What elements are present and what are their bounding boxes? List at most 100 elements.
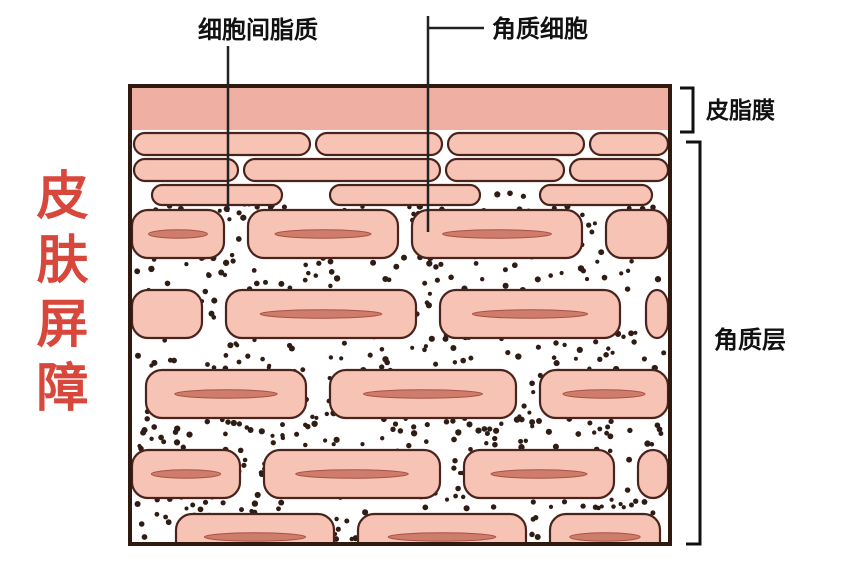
- lipid-dot: [536, 418, 542, 424]
- lipid-dot: [333, 436, 340, 443]
- lipid-dot: [451, 465, 457, 471]
- lipid-dot: [162, 337, 168, 343]
- lipid-dot: [208, 310, 215, 317]
- lipid-dot: [236, 359, 242, 365]
- lipid-dot: [484, 441, 489, 446]
- lipid-dot: [580, 212, 585, 218]
- lipid-dot: [148, 265, 155, 273]
- lipid-dot: [607, 433, 614, 440]
- corneocyte-cell: [132, 131, 312, 157]
- lipid-dot: [339, 356, 344, 361]
- lipid-dot: [597, 426, 603, 432]
- lipid-dot: [529, 531, 535, 538]
- lipid-dot: [619, 271, 624, 276]
- lipid-dot: [303, 442, 308, 448]
- lipid-dot: [530, 499, 536, 505]
- lipid-dot: [422, 280, 428, 286]
- lipid-dot: [453, 493, 458, 499]
- lipid-dot: [460, 494, 466, 500]
- lipid-dot: [511, 262, 518, 269]
- cell-nucleus-lens: [363, 389, 483, 399]
- lipid-dot: [410, 430, 418, 437]
- corneocyte-cell: [242, 157, 442, 183]
- lipid-dot: [507, 190, 513, 197]
- lipid-dot: [360, 442, 365, 447]
- corneocyte-cell: [444, 157, 566, 183]
- lipid-dot: [278, 280, 285, 287]
- lipid-dot: [580, 268, 587, 274]
- lipid-dot: [530, 424, 535, 429]
- lipid-dot: [263, 279, 268, 285]
- lipid-dot: [311, 420, 318, 427]
- lipid-dot: [324, 411, 329, 417]
- lipid-dot: [608, 418, 614, 425]
- lipid-dot: [484, 430, 490, 437]
- corneocyte-cell: [130, 288, 204, 340]
- lipid-dot: [379, 347, 385, 352]
- lipid-dot: [433, 264, 439, 270]
- lipid-dot: [286, 342, 293, 349]
- lipid-dot: [211, 365, 217, 370]
- lipid-dot: [251, 268, 257, 273]
- lipid-dot: [628, 330, 634, 337]
- lipid-dot: [164, 280, 171, 287]
- lipid-dot: [227, 217, 232, 222]
- lipid-dot: [163, 514, 169, 520]
- lipid-dot: [626, 456, 633, 463]
- lipid-dot: [242, 457, 248, 463]
- lipid-dot: [236, 421, 243, 427]
- lipid-dot: [303, 262, 309, 268]
- lipid-dot: [633, 498, 639, 504]
- cell-nucleus-lens: [203, 532, 307, 542]
- cell-nucleus-lens: [274, 229, 372, 239]
- lipid-dot: [223, 431, 228, 437]
- cell-nucleus-lens: [387, 532, 497, 542]
- lipid-dot: [254, 491, 261, 498]
- lipid-dot: [149, 363, 154, 368]
- cell-nucleus-lens: [295, 469, 409, 479]
- lipid-dot: [493, 427, 500, 434]
- lipid-dot: [518, 444, 525, 451]
- lipid-dot: [601, 274, 608, 281]
- lipid-dot: [202, 288, 209, 295]
- lipid-dot: [205, 362, 210, 367]
- label-stratum-corneum: 角质层: [714, 326, 786, 354]
- lipid-dot: [654, 276, 662, 283]
- lipid-dot: [206, 272, 211, 277]
- lipid-dot: [270, 440, 276, 446]
- lipid-dot: [397, 428, 404, 434]
- lipid-dot: [249, 508, 254, 514]
- lipid-dot: [537, 372, 543, 378]
- lipid-dot: [625, 268, 631, 273]
- cell-nucleus-lens: [259, 309, 383, 319]
- lipid-dot: [535, 344, 541, 350]
- lipid-dot: [328, 355, 334, 360]
- lipid-dot: [276, 506, 281, 512]
- lipid-dot: [552, 443, 559, 450]
- lipid-dot: [217, 208, 222, 213]
- lipid-dot: [455, 429, 462, 436]
- lipid-dot: [518, 438, 524, 444]
- lipid-dot: [230, 258, 236, 264]
- lipid-dot: [141, 534, 148, 540]
- lipid-dot: [597, 356, 603, 362]
- lipid-dot: [202, 499, 209, 505]
- lipid-dot: [656, 426, 663, 433]
- lipid-dot: [393, 263, 400, 270]
- lipid-dot: [144, 416, 150, 422]
- lipid-dot: [658, 431, 664, 436]
- lipid-dot: [225, 419, 231, 425]
- lipid-dot: [233, 341, 238, 346]
- lipid-dot: [450, 418, 456, 424]
- lipid-dot: [442, 335, 449, 342]
- lipid-dot: [154, 511, 160, 517]
- cell-nucleus-lens: [562, 389, 646, 399]
- lipid-dot: [344, 518, 350, 524]
- lipid-dot: [451, 436, 457, 443]
- lipid-dot: [580, 503, 586, 509]
- lipid-dot: [281, 204, 287, 210]
- lipid-dot: [624, 286, 631, 292]
- lipid-dot: [137, 443, 142, 449]
- lipid-dot: [448, 274, 454, 281]
- lipid-dot: [592, 221, 597, 226]
